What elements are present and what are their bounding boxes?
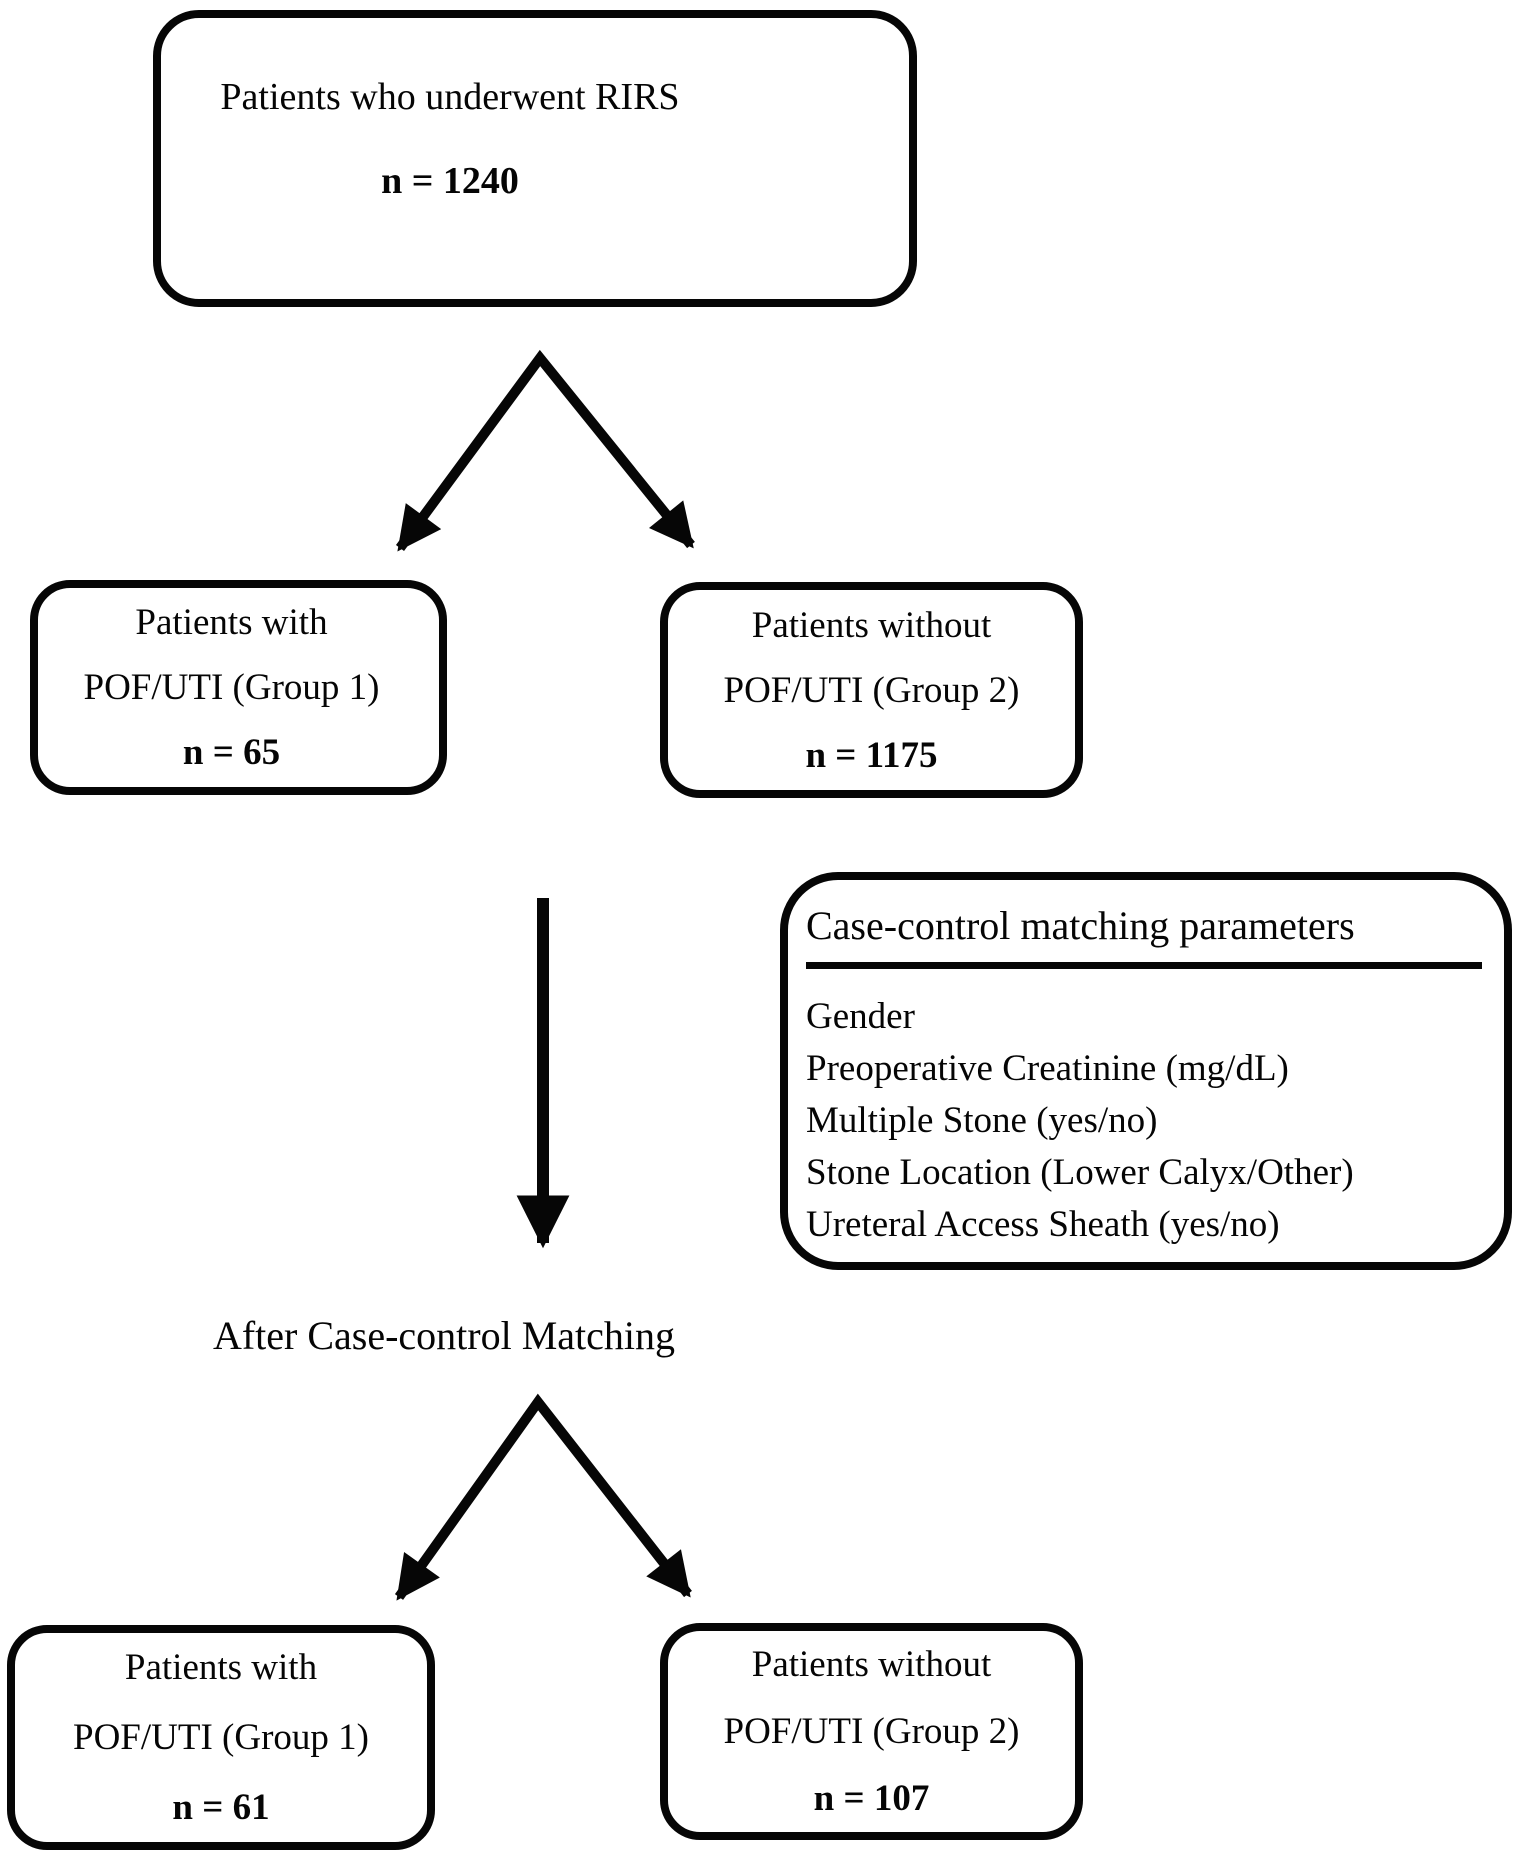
group1-after-box: Patients with POF/UTI (Group 1) n = 61	[7, 1625, 435, 1850]
branch-arrows-bottom	[394, 1393, 692, 1601]
matching-item: Gender	[806, 996, 915, 1037]
group2-after-box-line1: Patients without	[751, 1644, 992, 1685]
group2-box-line1: Patients without	[751, 604, 992, 646]
matching-item: Ureteral Access Sheath (yes/no)	[806, 1204, 1280, 1245]
matching-parameters-box: Case-control matching parameters Gender …	[780, 872, 1512, 1270]
group1-box-count: n = 65	[182, 732, 281, 773]
group1-box-line2: POF/UTI (Group 1)	[83, 667, 380, 708]
matching-item: Stone Location (Lower Calyx/Other)	[806, 1152, 1354, 1193]
root-box-label: Patients who underwent RIRS	[220, 75, 680, 118]
group2-after-box-line2: POF/UTI (Group 2)	[723, 1711, 1020, 1752]
group1-box: Patients with POF/UTI (Group 1) n = 65	[30, 580, 447, 795]
after-matching-label: After Case-control Matching	[212, 1313, 676, 1358]
matching-parameters-title: Case-control matching parameters	[806, 903, 1355, 948]
root-box: Patients who underwent RIRS n = 1240	[153, 10, 917, 307]
group1-after-box-line2: POF/UTI (Group 1)	[73, 1716, 369, 1758]
branch-arrows-top	[395, 349, 695, 552]
group1-after-box-line1: Patients with	[124, 1646, 318, 1688]
group2-box-line2: POF/UTI (Group 2)	[723, 669, 1020, 711]
title-underline	[806, 962, 1482, 969]
group2-after-box-count: n = 107	[813, 1778, 930, 1819]
group1-after-box-count: n = 61	[172, 1786, 270, 1828]
group2-box-count: n = 1175	[805, 734, 938, 776]
matching-item: Multiple Stone (yes/no)	[806, 1100, 1158, 1141]
root-box-count: n = 1240	[381, 159, 519, 202]
group2-after-box: Patients without POF/UTI (Group 2) n = 1…	[660, 1623, 1083, 1840]
group1-box-line1: Patients with	[135, 602, 328, 643]
group2-box: Patients without POF/UTI (Group 2) n = 1…	[660, 582, 1083, 798]
matching-item: Preoperative Creatinine (mg/dL)	[806, 1048, 1289, 1089]
